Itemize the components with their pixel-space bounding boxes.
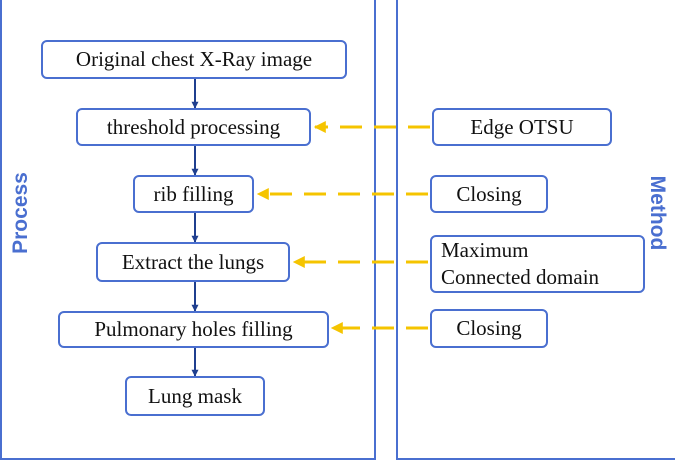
method-max-line2: Connected domain: [441, 265, 600, 289]
method-edge-otsu-text: Edge OTSU: [470, 114, 574, 139]
method-closing-2: Closing: [430, 309, 548, 348]
method-max-line1: Maximum: [441, 238, 529, 262]
method-edge-otsu: Edge OTSU: [432, 108, 612, 146]
process-step-holes-filling: Pulmonary holes filling: [58, 311, 329, 348]
process-step-extract-lungs: Extract the lungs: [96, 242, 290, 282]
process-step-threshold: threshold processing: [76, 108, 311, 146]
method-closing-1: Closing: [430, 175, 548, 213]
process-step-rib-filling: rib filling: [133, 175, 254, 213]
method-max-connected-domain: Maximum Connected domain: [430, 235, 645, 293]
process-step-original-image: Original chest X-Ray image: [41, 40, 347, 79]
process-step-lung-mask: Lung mask: [125, 376, 265, 416]
method-closing-2-text: Closing: [456, 316, 522, 340]
method-closing-1-text: Closing: [456, 181, 522, 206]
